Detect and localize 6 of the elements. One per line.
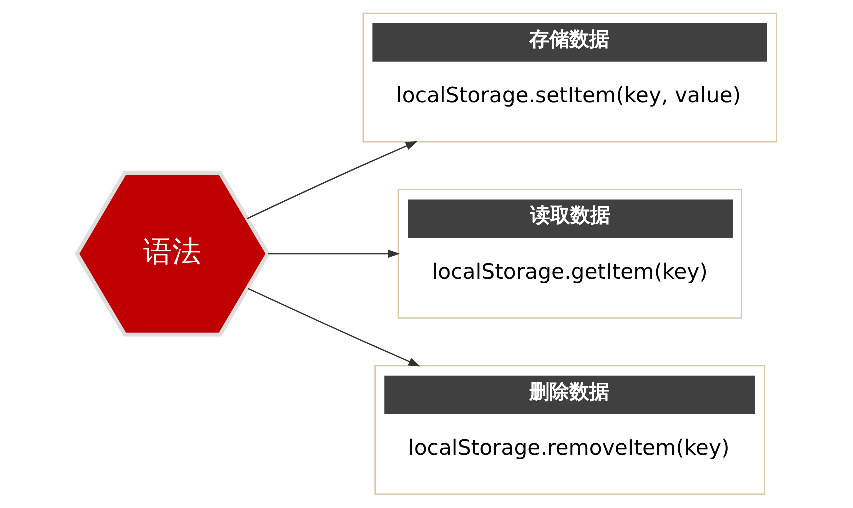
node-box: 读取数据 localStorage.getItem(key) bbox=[397, 189, 742, 319]
arrow bbox=[247, 288, 420, 367]
arrow bbox=[268, 250, 400, 258]
node-box: 存储数据 localStorage.setItem(key, value) bbox=[362, 12, 777, 143]
arrow bbox=[246, 141, 418, 220]
node-box: 删除数据 localStorage.removeItem(key) bbox=[374, 365, 765, 496]
